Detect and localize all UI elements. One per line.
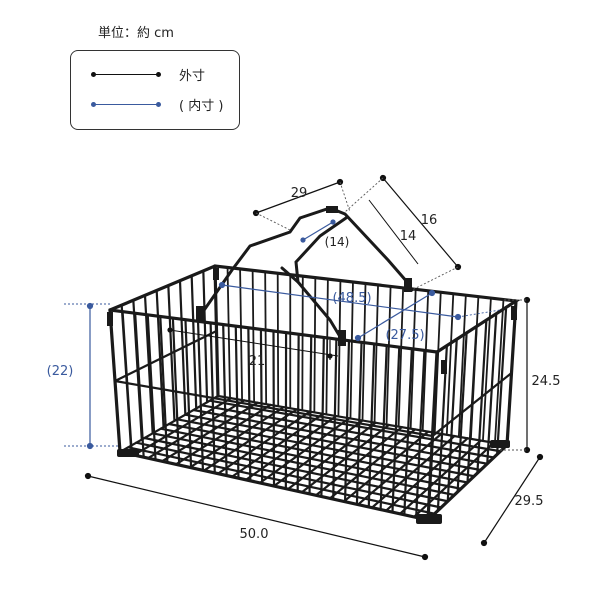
dimension-labels: 29 (14) 16 14 (48.5) (27.5) (22) 21 24.5… — [47, 186, 561, 542]
wire — [361, 282, 367, 422]
label-outer-height: 24.5 — [532, 374, 561, 389]
wire — [482, 297, 492, 442]
label-handle-width-inner: (14) — [325, 235, 350, 249]
label-handle-height-outer: 16 — [421, 213, 438, 228]
wire — [143, 436, 449, 503]
legend-box: 外寸 ( 内寸 ) — [70, 50, 240, 130]
legend-outer-row: 外寸 — [91, 65, 233, 85]
wire — [409, 288, 417, 430]
label-inner-height: (22) — [47, 364, 74, 379]
basket-frame — [108, 264, 521, 522]
wire — [113, 379, 434, 438]
legend-inner-row: ( 内寸 ) — [91, 95, 233, 115]
clip — [511, 306, 517, 320]
wire — [421, 289, 430, 432]
wire — [264, 270, 268, 406]
basket-illustration — [107, 206, 521, 524]
outer-dimension-lines — [84, 174, 544, 561]
wire — [445, 292, 455, 436]
wire-clips — [107, 268, 517, 374]
wire — [251, 269, 256, 404]
clip — [213, 268, 219, 280]
handle — [196, 206, 414, 346]
handle-hinge-front — [338, 330, 346, 346]
wire — [325, 278, 329, 416]
wire — [276, 272, 280, 408]
wire — [226, 266, 231, 399]
front-panel — [108, 308, 439, 522]
wire — [494, 298, 505, 444]
wire — [113, 329, 218, 383]
wire — [385, 285, 392, 426]
handle-grip-clip — [326, 206, 338, 213]
wire — [135, 441, 443, 509]
label-handle-drop: 21 — [249, 354, 266, 369]
wire — [192, 408, 489, 465]
unit-label: 単位：約 cm — [98, 26, 174, 41]
basket-feet — [117, 440, 510, 524]
foot-front-left — [117, 449, 139, 457]
wire — [373, 284, 379, 424]
wire — [337, 279, 342, 418]
wire — [301, 275, 304, 412]
clip — [107, 312, 113, 326]
right-side-panel — [426, 299, 518, 522]
handle-hinge-left — [196, 306, 204, 322]
handle-hinge-right — [404, 278, 412, 292]
label-handle-height-inner: 14 — [400, 229, 417, 244]
legend-inner-label: ( 内寸 ) — [179, 99, 224, 114]
inner-extension-lines — [64, 303, 501, 447]
wire — [239, 268, 243, 401]
wire — [349, 281, 354, 420]
label-inner-depth: (27.5) — [385, 328, 424, 343]
label-outer-width: 50.0 — [240, 527, 269, 542]
wire — [431, 371, 513, 438]
foot-back-right — [490, 440, 510, 448]
label-handle-width-outer: 29 — [291, 186, 308, 201]
clip — [441, 360, 447, 374]
extension-lines — [255, 177, 527, 451]
label-outer-depth: 29.5 — [515, 494, 544, 509]
label-inner-width: (48.5) — [332, 291, 371, 306]
foot-front-right — [416, 514, 442, 524]
legend-outer-label: 外寸 — [179, 69, 206, 84]
inner-line-swatch — [91, 101, 161, 107]
outer-line-swatch — [91, 71, 161, 77]
